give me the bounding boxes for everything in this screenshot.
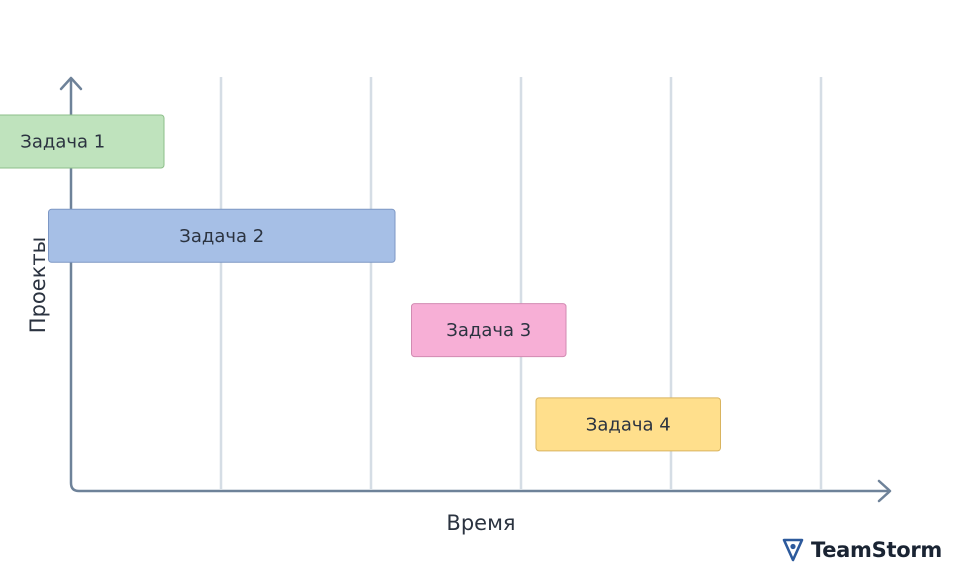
task-bar-2[interactable]: Задача 2	[48, 208, 396, 263]
x-axis-label: Время	[446, 511, 515, 535]
teamstorm-logo: TeamStorm	[782, 535, 942, 565]
grid-lines	[219, 77, 823, 489]
task-bar-rect[interactable]	[411, 303, 567, 358]
axes	[59, 76, 892, 503]
task-bar-1[interactable]: Задача 1	[0, 114, 165, 169]
task-bar-rect[interactable]	[48, 208, 396, 263]
logo-text: TeamStorm	[811, 538, 942, 562]
task-bars: Задача 1 Задача 2 Задача 3 Задача 4	[0, 114, 721, 452]
task-label: Задача 3	[446, 320, 531, 341]
task-label: Задача 2	[179, 226, 264, 247]
x-axis-arrow-icon	[877, 479, 892, 503]
y-axis-label: Проекты	[26, 237, 50, 333]
task-bar-rect[interactable]	[0, 114, 165, 169]
y-axis-line	[69, 78, 889, 493]
task-label: Задача 4	[586, 414, 671, 435]
task-bar-4[interactable]: Задача 4	[535, 397, 721, 452]
y-axis-arrow-icon	[59, 76, 83, 91]
teamstorm-shield-icon	[782, 538, 804, 562]
task-label: Задача 1	[20, 132, 105, 153]
task-bar-3[interactable]: Задача 3	[411, 303, 567, 358]
task-bar-rect[interactable]	[535, 397, 721, 452]
